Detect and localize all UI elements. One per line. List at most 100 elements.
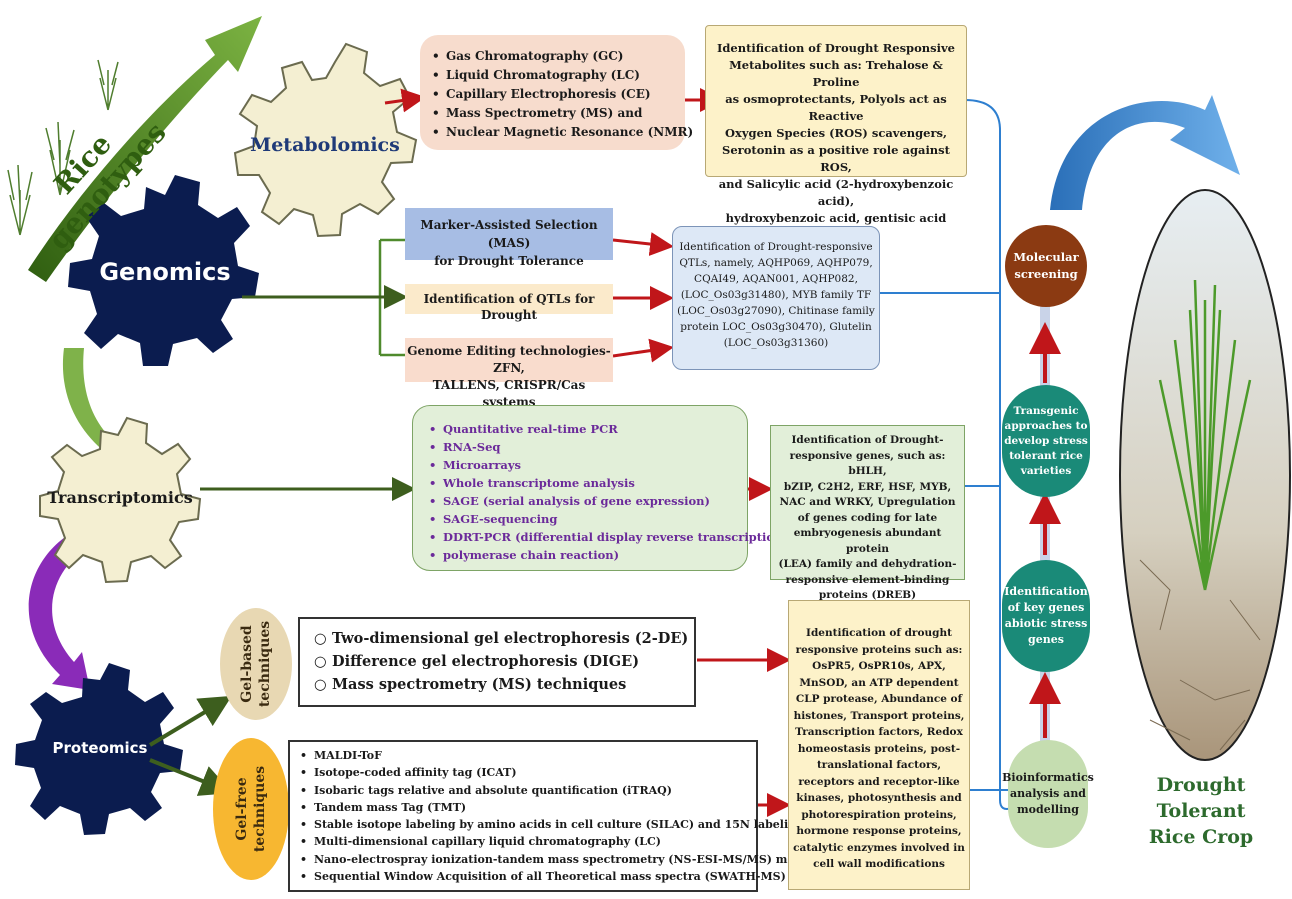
technique-item: Microarrays xyxy=(427,456,743,474)
technique-item: Capillary Electrophoresis (CE) xyxy=(430,85,677,104)
outcome-label: Drought Tolerant Rice Crop xyxy=(1110,772,1292,848)
transgenic-circle: Transgenic approaches to develop stress … xyxy=(1002,385,1090,497)
technique-item: Mass Spectrometry (MS) and xyxy=(430,104,677,123)
circle-line: varieties xyxy=(1020,464,1072,477)
result-line: receptors and receptor-like xyxy=(798,775,960,788)
gel-based-item: ○Difference gel electrophoresis (DIGE) xyxy=(314,653,640,670)
result-line: Metabolites such as: Trehalose & Proline xyxy=(729,58,943,89)
result-line: and Salicylic acid (2-hydroxybenzoic aci… xyxy=(718,177,954,208)
gel-free-line: Gel-free xyxy=(234,777,250,841)
result-line: Serotonin as a positive role against ROS… xyxy=(722,143,950,174)
technique-item: polymerase chain reaction) xyxy=(427,546,743,564)
circle-line: analysis and xyxy=(1009,787,1087,800)
key-genes-circle: Identification of key genes abiotic stre… xyxy=(1002,560,1090,672)
technique-item: RNA-Seq xyxy=(427,438,743,456)
result-line: as osmoprotectants, Polyols act as React… xyxy=(725,92,947,123)
circle-line: develop stress xyxy=(1004,434,1088,447)
technique-item: Whole transcriptome analysis xyxy=(427,474,743,492)
genomics-to-transcriptomics-arrow xyxy=(62,348,136,468)
result-line: responsive element-binding xyxy=(785,573,950,586)
result-line: CQAI49, AQAN001, AQHP082, xyxy=(694,273,858,285)
transcriptomics-techniques-box: Quantitative real-time PCR RNA-Seq Micro… xyxy=(412,405,782,571)
circle-line: Molecular xyxy=(1013,250,1079,264)
result-line: (LOC_Os03g31360) xyxy=(723,337,829,349)
transcriptomics-label: Transcriptomics xyxy=(47,487,193,507)
technique-item: Nano-electrospray ionization-tandem mass… xyxy=(298,851,829,869)
rice-plant-icons xyxy=(7,59,119,236)
gel-based-item: ○Two-dimensional gel electrophoresis (2-… xyxy=(314,630,689,647)
rice-genotypes-arrow xyxy=(28,16,262,282)
transcriptomics-techniques-list: Quantitative real-time PCR RNA-Seq Micro… xyxy=(427,420,782,564)
proteomics-gear xyxy=(15,663,183,835)
outcome-line: Rice Crop xyxy=(1148,826,1254,848)
technique-item: Sequential Window Acquisition of all The… xyxy=(298,868,786,886)
gel-free-techniques-box: MALDI-ToF Isotope-coded affinity tag (IC… xyxy=(288,740,829,892)
technique-item: Nuclear Magnetic Resonance (NMR) xyxy=(430,123,693,142)
proteomics-label: Proteomics xyxy=(52,739,148,757)
result-line: photorespiration proteins, xyxy=(801,808,957,821)
result-line: proteins (DREB) xyxy=(818,589,917,601)
result-line: (LEA) family and dehydration- xyxy=(778,558,957,570)
result-line: Identification of drought xyxy=(806,627,952,639)
result-line: MnSOD, an ATP dependent xyxy=(799,676,959,689)
circle-line: Bioinformatics xyxy=(1002,771,1094,784)
technique-item: DDRT-PCR (differential display reverse t… xyxy=(427,528,782,546)
result-line: hormone response proteins, xyxy=(796,825,962,837)
result-line: (LOC_Os03g27090), Chitinase family xyxy=(677,305,875,317)
result-line: histones, Transport proteins, xyxy=(793,709,965,722)
result-line: responsive genes, such as: bHLH, xyxy=(789,449,946,478)
editing-line: Genome Editing technologies-ZFN, xyxy=(407,344,611,375)
result-line: Identification of Drought-responsive xyxy=(679,241,873,253)
rice-field-photo xyxy=(1119,189,1291,761)
technique-item: Stable isotope labeling by amino acids i… xyxy=(298,816,804,834)
proteomics-result-box: Identification of drought responsive pro… xyxy=(788,600,970,890)
result-line: protein LOC_Os03g30470), Glutelin xyxy=(680,321,872,333)
outcome-line: Drought Tolerant xyxy=(1156,774,1246,822)
technique-item: SAGE-sequencing xyxy=(427,510,743,528)
circle-line: modelling xyxy=(1017,803,1079,816)
gel-based-techniques-box: ○Two-dimensional gel electrophoresis (2-… xyxy=(298,617,696,707)
metabolomics-techniques-list: Gas Chromatography (GC) Liquid Chromatog… xyxy=(430,47,693,142)
result-line: cell wall modifications xyxy=(813,858,945,870)
to-outcome-arrow xyxy=(1050,95,1240,210)
result-line: translational factors, xyxy=(816,759,942,771)
technique-item: SAGE (serial analysis of gene expression… xyxy=(427,492,743,510)
result-line: Identification of Drought Responsive xyxy=(717,41,955,55)
gel-free-label: Gel-free techniques xyxy=(213,738,289,880)
circle-line: abiotic stress xyxy=(1004,617,1088,630)
result-line: responsive proteins such as: xyxy=(795,643,963,656)
transcriptomics-gear xyxy=(39,416,202,584)
result-line: OsPR5, OsPR10s, APX, xyxy=(812,660,946,672)
circle-line: Transgenic xyxy=(1013,404,1079,417)
result-line: homeostasis proteins, post- xyxy=(797,742,961,755)
metabolomics-result-box: Identification of Drought Responsive Met… xyxy=(705,25,967,225)
circle-line: tolerant rice xyxy=(1009,449,1083,462)
technique-item: Tandem mass Tag (TMT) xyxy=(298,799,754,817)
result-line: hydroxybenzoic acid, gentisic acid xyxy=(725,211,947,225)
metabolomics-label: Metabolomics xyxy=(250,134,400,156)
result-line: Transcription factors, Redox xyxy=(795,726,963,738)
circle-line: Identification xyxy=(1004,585,1088,598)
technique-item: Isobaric tags relative and absolute quan… xyxy=(298,782,754,800)
gel-free-line: techniques xyxy=(252,765,268,853)
gel-based-item: ○Mass spectrometry (MS) techniques xyxy=(314,676,627,693)
gel-based-line: Gel-based xyxy=(239,625,255,703)
technique-item: Gas Chromatography (GC) xyxy=(430,47,677,66)
mas-line: Marker-Assisted Selection (MAS) xyxy=(420,218,598,250)
technique-item: Liquid Chromatography (LC) xyxy=(430,66,677,85)
result-line: Identification of Drought- xyxy=(791,434,944,446)
transcriptomics-result-box: Identification of Drought- responsive ge… xyxy=(770,425,965,601)
genome-editing-box: Genome Editing technologies-ZFN, TALLENS… xyxy=(405,338,613,409)
result-line: CLP protease, Abundance of xyxy=(795,693,963,705)
result-line: (LOC_Os03g31480), MYB family TF xyxy=(680,289,872,301)
gel-free-techniques-list: MALDI-ToF Isotope-coded affinity tag (IC… xyxy=(298,747,829,886)
result-line: NAC and WRKY, Upregulation xyxy=(779,496,956,508)
technique-item: Multi-dimensional capillary liquid chrom… xyxy=(298,833,754,851)
mas-box: Marker-Assisted Selection (MAS) for Drou… xyxy=(405,208,613,268)
result-line: of genes coding for late xyxy=(797,511,938,524)
mas-line: for Drought Tolerance xyxy=(434,254,584,268)
molecular-screening-circle: Molecular screening xyxy=(1005,225,1087,307)
circle-line: of key genes xyxy=(1007,601,1085,614)
gel-based-line: techniques xyxy=(257,620,273,708)
